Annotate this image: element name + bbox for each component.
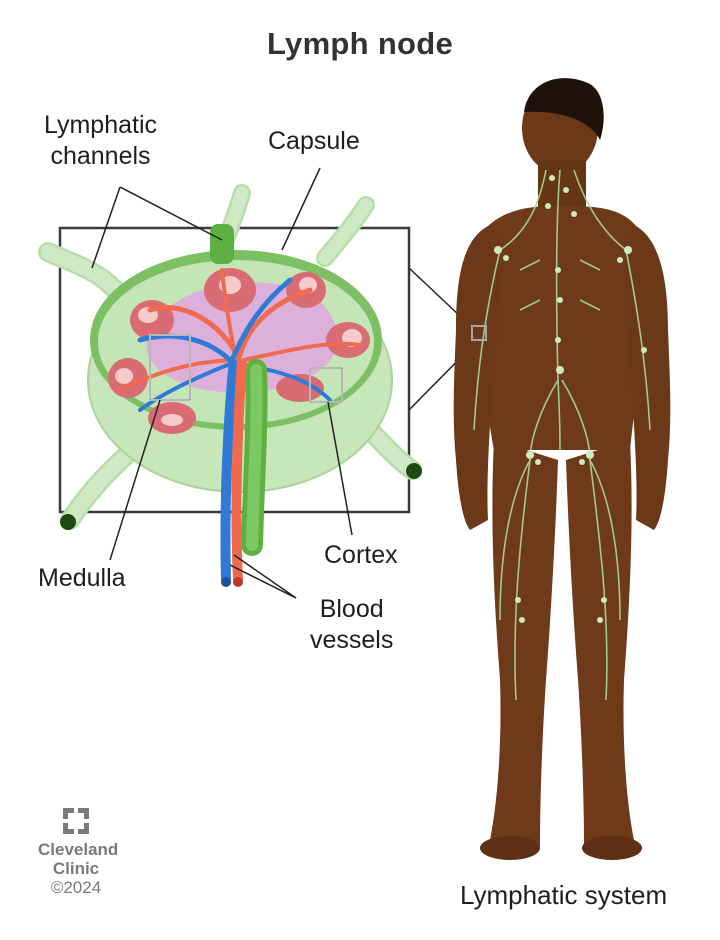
label-lymphatic-channels-line2: channels [50, 142, 151, 170]
label-medulla: Medulla [38, 564, 126, 592]
label-lymphatic-system: Lymphatic system [460, 880, 668, 910]
copyright-text: ©2024 [50, 878, 102, 897]
label-blood-vessels-line1: Blood [319, 595, 384, 623]
label-cortex: Cortex [324, 541, 398, 569]
diagram-title: Lymph node [266, 26, 454, 61]
label-lymphatic-channels: Lymphatic channels [44, 110, 157, 172]
label-blood-vessels-line2: vessels [310, 626, 394, 654]
cortex-follicles [108, 268, 370, 434]
lymph-node [87, 224, 393, 587]
label-capsule: Capsule [268, 127, 360, 155]
human-figure [453, 78, 671, 860]
leader-lines [91, 167, 479, 599]
lymph-nodes-dots [494, 175, 647, 623]
label-blood-vessels: Blood vessels [310, 594, 393, 656]
logo-name-line2: Clinic [52, 859, 100, 878]
cleveland-clinic-logo: Cleveland Clinic ©2024 [38, 808, 119, 897]
logo-name-line1: Cleveland [38, 840, 119, 859]
label-lymphatic-channels-line1: Lymphatic [44, 111, 158, 139]
cleveland-clinic-mark-icon [63, 808, 89, 834]
